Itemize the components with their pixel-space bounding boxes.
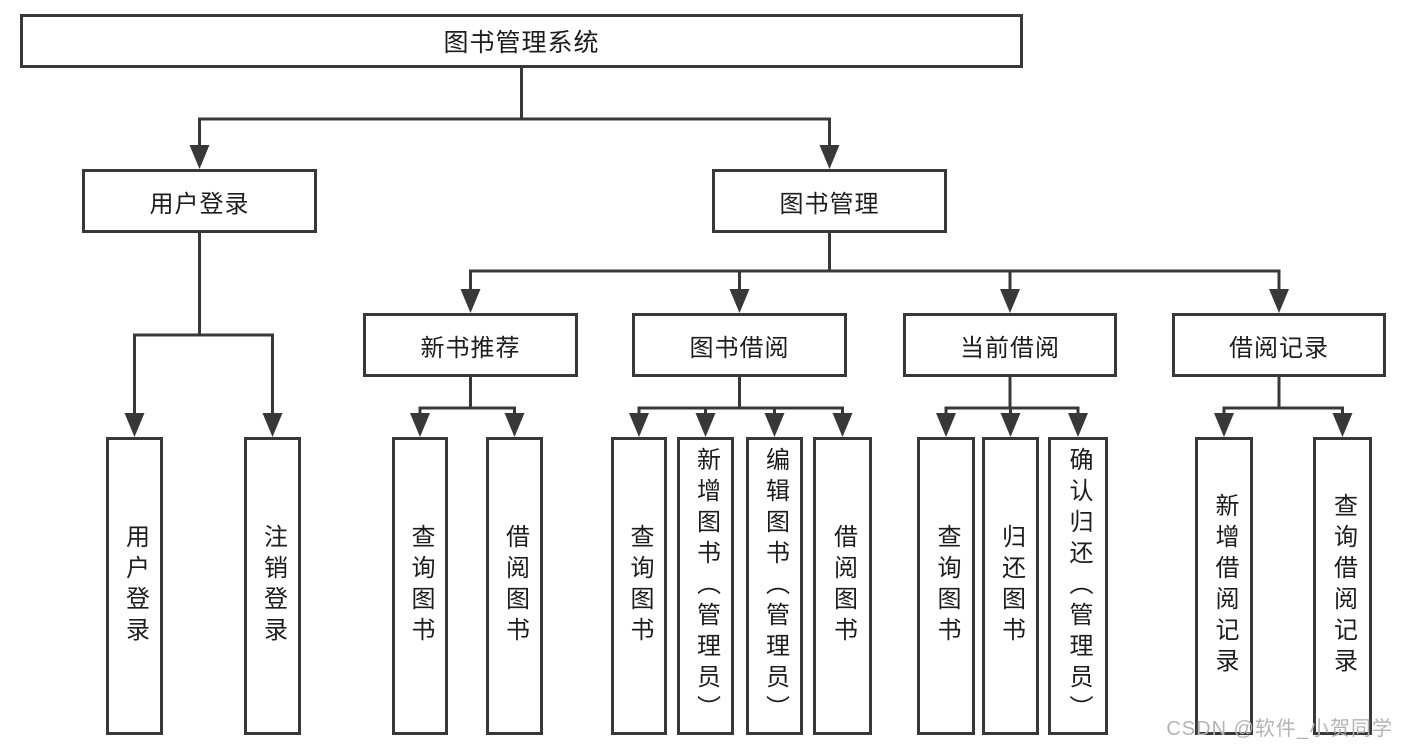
leaf-logout: 注销登录 xyxy=(244,437,301,735)
node-user-login: 用户登录 xyxy=(82,169,317,233)
node-book-borrow-label: 图书借阅 xyxy=(689,334,790,362)
node-new-book-recommend: 新书推荐 xyxy=(363,313,578,377)
node-book-management: 图书管理 xyxy=(712,169,947,233)
leaf-current-query-books-label: 查询图书 xyxy=(933,524,960,648)
leaf-edit-books-admin-label: 编辑图书（管理员） xyxy=(761,446,789,726)
node-user-login-label: 用户登录 xyxy=(149,190,250,218)
leaf-add-books-admin: 新增图书（管理员） xyxy=(677,437,734,735)
leaf-return-books: 归还图书 xyxy=(982,437,1039,735)
node-book-management-label: 图书管理 xyxy=(779,190,880,218)
leaf-recommend-query-books-label: 查询图书 xyxy=(407,524,434,648)
leaf-borrow-query-books-label: 查询图书 xyxy=(626,524,653,648)
leaf-current-query-books: 查询图书 xyxy=(917,437,975,735)
node-new-book-recommend-label: 新书推荐 xyxy=(420,334,521,362)
node-root-label: 图书管理系统 xyxy=(443,29,600,57)
leaf-recommend-query-books: 查询图书 xyxy=(392,437,448,735)
node-current-borrow: 当前借阅 xyxy=(903,313,1117,377)
leaf-add-borrow-record-label: 新增借阅记录 xyxy=(1211,493,1238,679)
leaf-logout-label: 注销登录 xyxy=(259,524,287,648)
leaf-borrow-books: 借阅图书 xyxy=(813,437,872,735)
node-borrow-record-label: 借阅记录 xyxy=(1229,334,1329,362)
node-borrow-record: 借阅记录 xyxy=(1172,313,1386,377)
csdn-watermark: CSDN @软件_小贺同学 xyxy=(1166,718,1393,740)
leaf-add-borrow-record: 新增借阅记录 xyxy=(1195,437,1253,735)
node-root: 图书管理系统 xyxy=(20,14,1023,68)
leaf-recommend-borrow-books-label: 借阅图书 xyxy=(501,524,529,648)
node-book-borrow: 图书借阅 xyxy=(632,313,847,377)
leaf-borrow-books-label: 借阅图书 xyxy=(829,524,857,648)
leaf-edit-books-admin: 编辑图书（管理员） xyxy=(746,437,803,735)
leaf-confirm-return-admin: 确认归还（管理员） xyxy=(1048,437,1108,735)
leaf-user-login-label: 用户登录 xyxy=(121,524,149,648)
leaf-recommend-borrow-books: 借阅图书 xyxy=(486,437,543,735)
leaf-query-borrow-record-label: 查询借阅记录 xyxy=(1329,493,1357,679)
leaf-add-books-admin-label: 新增图书（管理员） xyxy=(692,446,720,726)
leaf-user-login: 用户登录 xyxy=(106,437,163,735)
leaf-confirm-return-admin-label: 确认归还（管理员） xyxy=(1065,446,1092,726)
leaf-borrow-query-books: 查询图书 xyxy=(611,437,667,735)
node-current-borrow-label: 当前借阅 xyxy=(960,334,1060,362)
leaf-return-books-label: 归还图书 xyxy=(997,524,1025,648)
leaf-query-borrow-record: 查询借阅记录 xyxy=(1313,437,1372,735)
